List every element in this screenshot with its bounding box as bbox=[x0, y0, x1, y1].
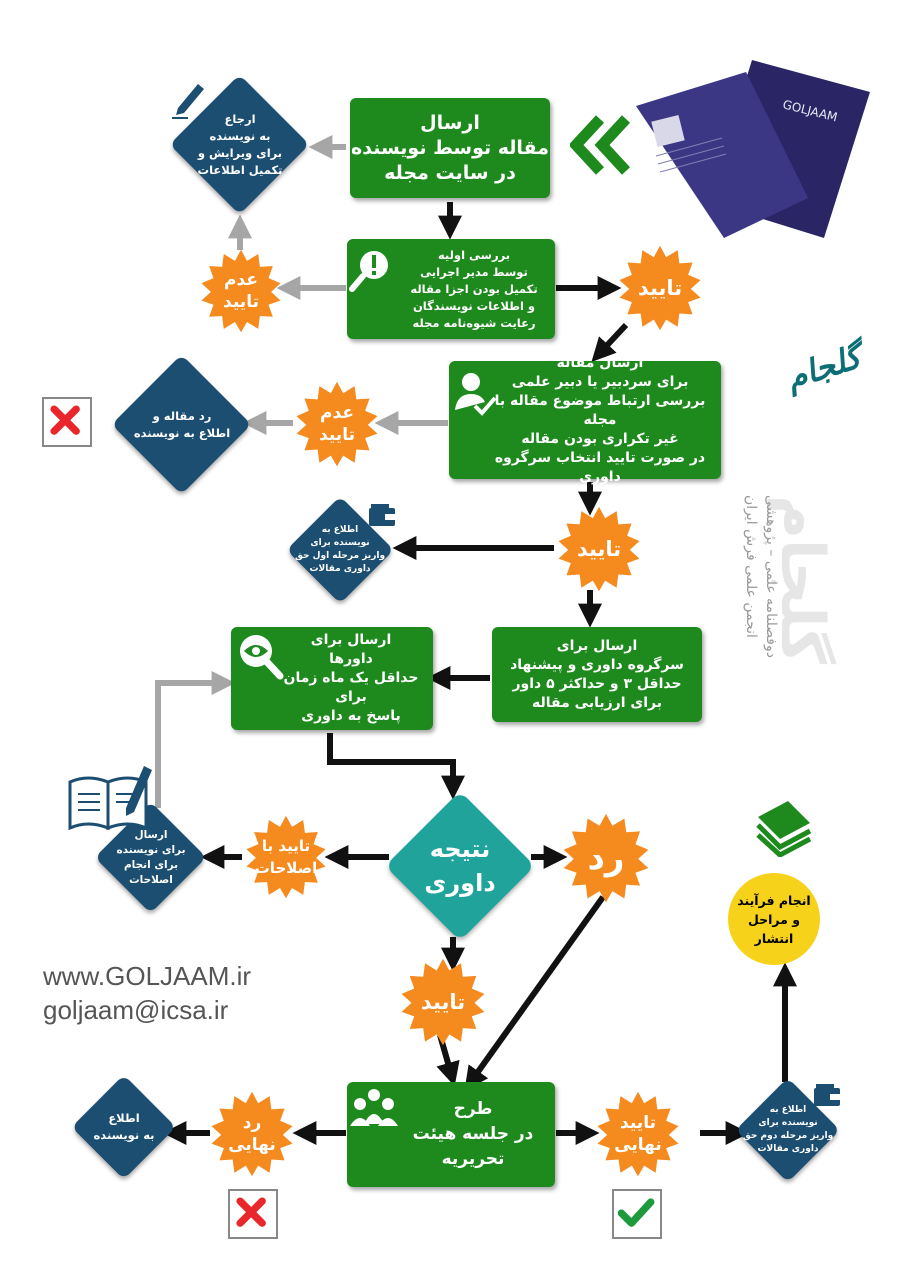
seal-shape bbox=[201, 249, 281, 333]
vertical-branding: گلجام دوفصلنامه علمی – پژوهشی انجمن علمی… bbox=[743, 495, 845, 755]
team-icon bbox=[350, 1089, 398, 1126]
seal-shape bbox=[211, 1091, 293, 1177]
seal-shape bbox=[246, 815, 326, 899]
books-icon bbox=[756, 801, 812, 857]
fee1-notify-diamond: اطلاع به نویسنده برای واریز مرحله اول حق… bbox=[286, 496, 394, 604]
seal-shape bbox=[401, 958, 485, 1046]
submit-box: ارسال مقاله توسط نویسنده در سایت مجله bbox=[350, 98, 550, 198]
search-alert-icon bbox=[349, 249, 390, 292]
return-author-diamond: ارجاع به نویسنده برای ویرایش و تکمیل اطل… bbox=[170, 75, 310, 215]
user-check-icon bbox=[455, 373, 497, 416]
x-mark-icon bbox=[228, 1189, 278, 1239]
x-mark-icon bbox=[42, 397, 92, 447]
head-referee-box: ارسال برای سرگروه داوری و پیشنهاد حداقل … bbox=[492, 627, 702, 722]
revision-notify-diamond: ارسال برای نویسنده برای انجام اصلاحات bbox=[95, 802, 207, 914]
reject-notify-diamond: رد مقاله و اطلاع به نویسنده bbox=[112, 355, 252, 495]
seal-reject-1: عدم تایید bbox=[198, 248, 284, 334]
arrow-revision-loop bbox=[155, 671, 236, 808]
seal-approve-result: تایید bbox=[398, 957, 488, 1047]
arrow-referees-to-result bbox=[327, 733, 465, 800]
arrow-approve1-to-editor bbox=[591, 322, 629, 363]
arrow-reject-to-board bbox=[464, 895, 606, 1091]
seal-approve-2: تایید bbox=[555, 505, 643, 593]
fee2-notify-diamond: اطلاع به نویسنده برای واریز مرحله دوم حق… bbox=[736, 1078, 840, 1182]
journal-cover-image: GOLJAAM bbox=[636, 60, 870, 238]
seal-reject-2: عدم تایید bbox=[293, 380, 381, 468]
eye-search-icon bbox=[240, 635, 284, 680]
final-reject-notify-diamond: اطلاع به نویسنده bbox=[72, 1075, 176, 1179]
seal-final-reject: رد نهایی bbox=[208, 1090, 296, 1178]
publish-circle: انجام فرآیند و مراحل انتشار bbox=[728, 873, 820, 965]
book-pencil-icon bbox=[68, 766, 152, 831]
brand-subtitle-1: دوفصلنامه علمی – پژوهشی bbox=[763, 495, 779, 658]
seal-shape bbox=[597, 1091, 679, 1177]
board-meeting-box: طرح در جلسه هیئت تحریریه bbox=[347, 1082, 555, 1187]
editor-review-box: ارسال مقاله برای سردبیر یا دبیر علمی برر… bbox=[449, 355, 721, 485]
wallet-icon bbox=[814, 1084, 840, 1106]
seal-reject-result: رد bbox=[560, 812, 652, 904]
seal-approve-1: تایید bbox=[616, 244, 704, 332]
brand-subtitle-2: انجمن علمی فرش ایران bbox=[743, 495, 759, 638]
seal-shape bbox=[563, 813, 649, 903]
seal-shape bbox=[558, 506, 640, 592]
double-chevron-icon bbox=[570, 115, 631, 175]
result-diamond: نتیجه داوری bbox=[389, 795, 531, 937]
check-mark-icon bbox=[612, 1189, 662, 1239]
seal-final-approve: تایید نهایی bbox=[594, 1090, 682, 1178]
wallet-icon bbox=[369, 504, 395, 526]
seal-shape bbox=[296, 381, 378, 467]
pencil-icon bbox=[172, 84, 204, 119]
email-link[interactable]: goljaam@icsa.ir bbox=[43, 995, 229, 1025]
seal-with-revisions: تایید با اصلاحات bbox=[243, 814, 329, 900]
website-link[interactable]: www.GOLJAAM.ir bbox=[43, 961, 252, 991]
seal-shape bbox=[619, 245, 701, 331]
